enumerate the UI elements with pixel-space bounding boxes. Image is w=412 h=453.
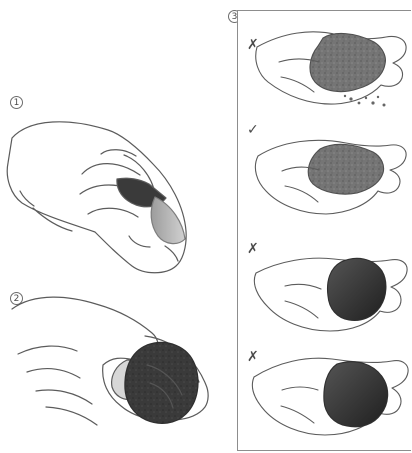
row-1-hand-illustration [256,32,406,107]
row-2-hand-illustration [255,140,406,214]
step-2-hand-illustration [12,297,208,425]
step-1-hand-illustration [7,122,186,273]
row-3-hand-illustration [254,258,407,331]
row-4-hand-illustration [252,358,408,435]
